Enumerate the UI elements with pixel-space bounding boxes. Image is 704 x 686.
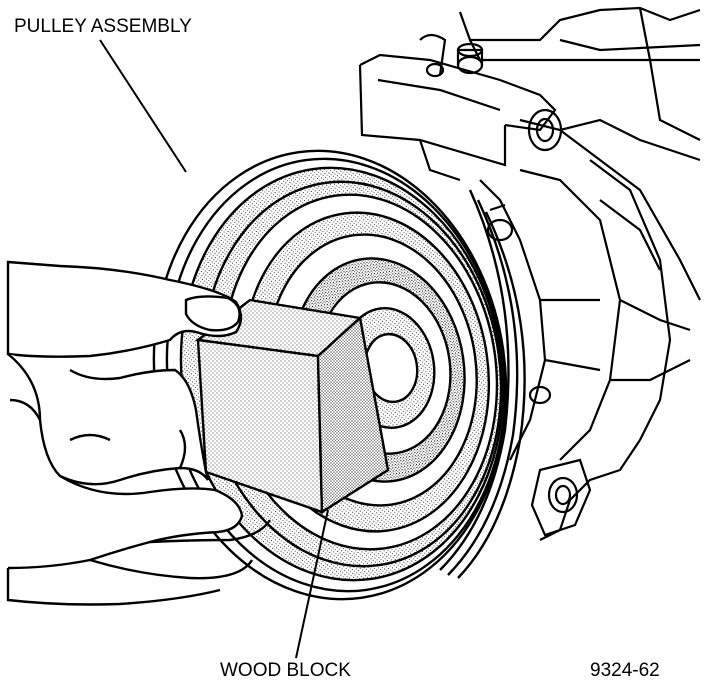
hand: [6, 260, 272, 606]
pulley-assembly-leader: [99, 39, 187, 173]
figure-number-label: 9324-62: [590, 660, 660, 681]
leader-lines: [99, 39, 329, 659]
compressor-body: [358, 6, 701, 541]
wood-block-label: WOOD BLOCK: [220, 660, 351, 681]
wood-block-leader: [295, 509, 329, 659]
pulley-assembly-label: PULLEY ASSEMBLY: [14, 16, 192, 37]
